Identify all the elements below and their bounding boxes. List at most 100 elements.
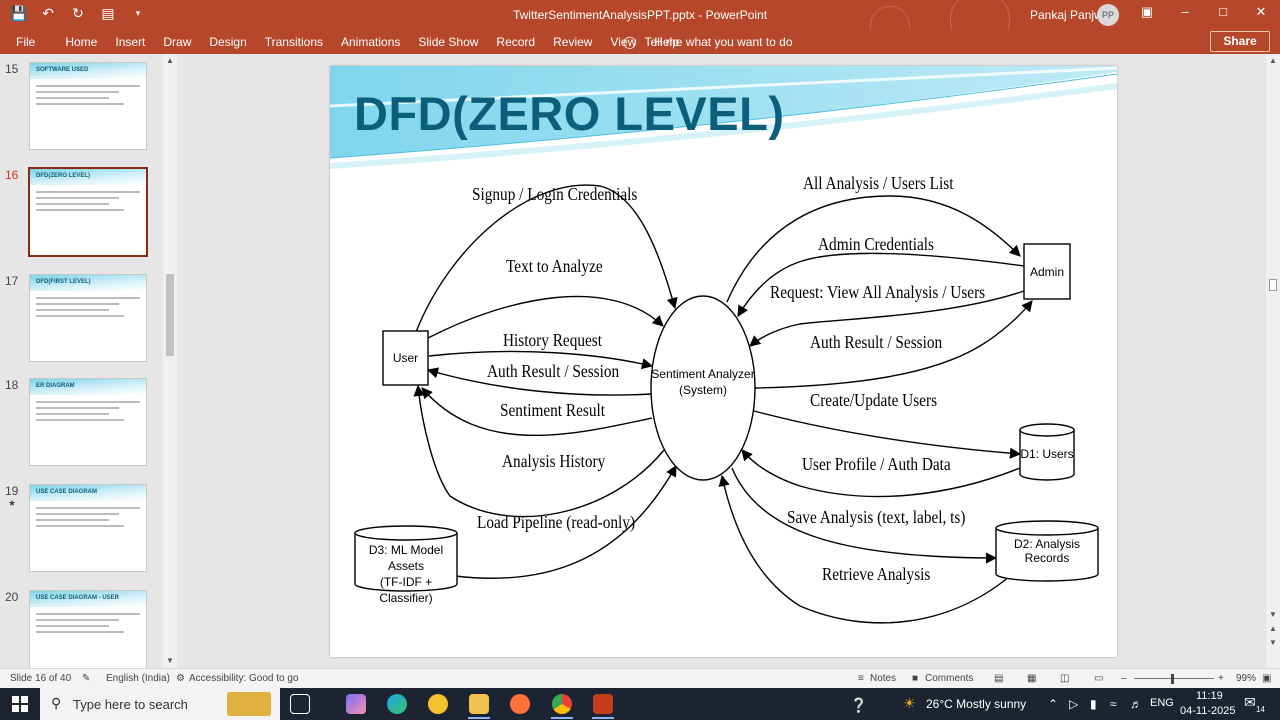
tab-help[interactable]: Help (654, 35, 679, 49)
thumbnail-content (36, 613, 140, 637)
thumbnails-scrollbar[interactable]: ▲ ▼ (163, 54, 177, 668)
scroll-up-icon[interactable]: ▲ (1269, 56, 1277, 65)
node-label-user: User (392, 351, 419, 365)
node-label-admin: Admin (1029, 264, 1064, 279)
share-button[interactable]: Share (1210, 31, 1270, 52)
thumbnail-preview[interactable]: ER DIAGRAM (29, 378, 147, 466)
thumbnail-title: ER DIAGRAM (36, 383, 75, 389)
redo-icon[interactable]: ↻ (72, 5, 84, 21)
tab-transitions[interactable]: Transitions (264, 35, 323, 49)
spell-check-icon[interactable]: ✎ (82, 673, 91, 684)
slideshow-view-icon[interactable]: ▭ (1094, 673, 1104, 684)
firefox-icon[interactable] (510, 694, 530, 714)
slide-scrollbar[interactable]: ▲ ▼ ▲ ▼ (1266, 54, 1280, 668)
accessibility-status[interactable]: Accessibility: Good to go (189, 673, 299, 684)
scroll-up-icon[interactable]: ▲ (166, 56, 174, 65)
tab-view[interactable]: View (610, 35, 637, 49)
file-explorer-icon[interactable] (469, 694, 489, 714)
ribbon-display-icon[interactable]: ▣ (1140, 4, 1154, 19)
tray-chevron-icon[interactable]: ⌃ (1048, 697, 1059, 711)
language-indicator[interactable]: English (India) (106, 673, 170, 684)
flow-label-create-update: Create/Update Users (810, 390, 938, 410)
zoom-level[interactable]: 99% (1236, 673, 1257, 684)
close-icon[interactable]: ✕ (1255, 4, 1267, 19)
flow-load-pipeline (454, 465, 677, 579)
task-view-icon[interactable] (290, 694, 310, 714)
windows-start-icon[interactable] (12, 696, 28, 712)
thumbnail-preview[interactable]: DFD(ZERO LEVEL) (28, 167, 148, 257)
scrollbar-thumb[interactable] (1269, 279, 1277, 291)
tab-draw[interactable]: Draw (163, 35, 192, 49)
network-icon[interactable]: ▷ (1069, 697, 1079, 711)
customize-qat-icon[interactable]: ▾ (135, 8, 141, 18)
admin-entity (1023, 243, 1071, 300)
thumbnail-number: 17 (5, 274, 19, 288)
flow-label-request-view: Request: View All Analysis / Users (770, 282, 986, 302)
input-language[interactable]: ENG (1150, 697, 1174, 709)
tab-record[interactable]: Record (496, 35, 536, 49)
tab-slide-show[interactable]: Slide Show (418, 35, 479, 49)
thumbnail-preview[interactable]: USE CASE DIAGRAM (29, 484, 147, 572)
tab-review[interactable]: Review (553, 35, 593, 49)
thumbnail-number: 20 (5, 590, 19, 604)
previous-slide-icon[interactable]: ▲ (1269, 624, 1277, 633)
notes-button[interactable]: Notes (870, 673, 897, 684)
notification-icon[interactable]: ✉ (1244, 694, 1256, 710)
weather-text[interactable]: 26°C Mostly sunny (926, 697, 1027, 711)
thumbnail-title: USE CASE DIAGRAM (36, 489, 98, 495)
help-icon[interactable]: ❔ (850, 697, 868, 713)
tell-me[interactable]: ◯ Tell me what you want to do (623, 35, 793, 49)
clock-time[interactable]: 11:19 (1196, 690, 1223, 702)
comments-button[interactable]: Comments (925, 673, 974, 684)
reading-view-icon[interactable]: ◫ (1060, 673, 1070, 684)
undo-icon[interactable]: ↶ (42, 5, 54, 21)
slide-sorter-icon[interactable]: ▦ (1027, 673, 1037, 684)
copilot-icon[interactable] (346, 694, 366, 714)
flow-label-auth-admin: Auth Result / Session (810, 332, 943, 352)
scrollbar-thumb[interactable] (166, 274, 174, 356)
scroll-down-icon[interactable]: ▼ (166, 656, 174, 665)
taskbar-search[interactable]: ⚲ Type here to search (40, 688, 280, 720)
tab-file[interactable]: File (16, 35, 36, 49)
minimize-icon[interactable]: – (1181, 4, 1189, 19)
scroll-down-icon[interactable]: ▼ (1269, 610, 1277, 619)
node-label-line: D3: ML Model Assets (368, 543, 444, 573)
thumbnail-preview[interactable]: USE CASE DIAGRAM - USER (29, 590, 147, 668)
user-name[interactable]: Pankaj Panjwani (1030, 8, 1119, 22)
status-bar: Slide 16 of 40 ✎ English (India) ⚙ Acces… (0, 668, 1280, 688)
zoom-out-icon[interactable]: – (1121, 673, 1127, 684)
edge-icon[interactable] (387, 694, 407, 714)
powerpoint-icon[interactable] (593, 694, 613, 714)
fit-slide-icon[interactable]: ▣ (1262, 673, 1272, 684)
wifi-icon[interactable]: ≈ (1110, 697, 1117, 711)
flow-text (427, 295, 664, 339)
flow-label-text: Text to Analyze (506, 256, 603, 276)
search-input[interactable]: Type here to search (73, 697, 188, 712)
maximize-icon[interactable]: □ (1219, 4, 1227, 19)
browser-icon[interactable] (428, 694, 448, 714)
thumbnail-content (36, 191, 140, 215)
zoom-slider-thumb[interactable] (1171, 674, 1174, 684)
chrome-icon[interactable] (552, 694, 572, 714)
tab-insert[interactable]: Insert (115, 35, 146, 49)
d3-store (354, 525, 458, 592)
tab-design[interactable]: Design (209, 35, 247, 49)
thumbnail-band (30, 591, 146, 607)
zoom-slider[interactable] (1134, 678, 1214, 679)
node-label-line: (TF-IDF + Classifier) (379, 575, 433, 605)
tab-home[interactable]: Home (65, 35, 98, 49)
avatar[interactable]: PP (1097, 4, 1119, 26)
save-icon[interactable]: 💾 (10, 5, 28, 21)
normal-view-icon[interactable]: ▤ (994, 673, 1004, 684)
thumbnail-title: SOFTWARE USED (36, 67, 89, 73)
battery-icon[interactable]: ▮ (1090, 697, 1097, 711)
zoom-in-icon[interactable]: + (1218, 673, 1224, 684)
next-slide-icon[interactable]: ▼ (1269, 638, 1277, 647)
volume-icon[interactable]: ♬ (1130, 697, 1142, 711)
thumbnail-preview[interactable]: SOFTWARE USED (29, 62, 147, 150)
present-icon[interactable]: ▤ (101, 5, 115, 21)
tab-animations[interactable]: Animations (341, 35, 401, 49)
clock-date[interactable]: 04-11-2025 (1180, 705, 1236, 717)
thumbnail-preview[interactable]: DFD(FIRST LEVEL) (29, 274, 147, 362)
